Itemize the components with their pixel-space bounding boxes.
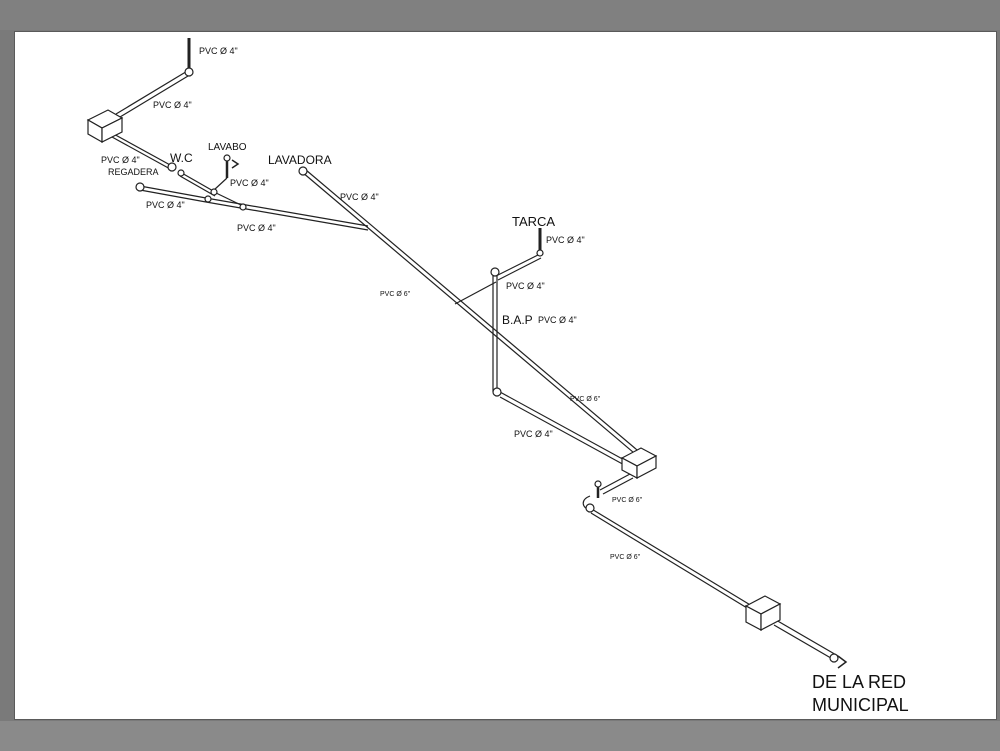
pipe-wc-jct-b — [179, 175, 216, 197]
window-bottom-bar — [0, 721, 1000, 751]
label-bap: B.A.P — [502, 313, 533, 327]
label-pvc4-upper: PVC Ø 4" — [153, 100, 192, 110]
label-pvc4-top: PVC Ø 4" — [199, 46, 238, 56]
pipe-tarca-b — [497, 257, 542, 281]
fitting-riser — [594, 480, 602, 488]
pipe-lavabo-drop — [213, 177, 228, 191]
pipe-bap-link — [454, 281, 497, 305]
label-pvc4-lower: PVC Ø 4" — [514, 429, 553, 439]
fittings — [135, 67, 839, 663]
pipe-wc-jct-a — [179, 171, 216, 193]
label-lavabo: LAVABO — [208, 142, 247, 153]
pipe-wc-a — [109, 131, 173, 167]
arrow-lavabo-icon — [231, 159, 240, 169]
drawing-sheet — [14, 31, 997, 720]
label-destination-1: DE LA RED — [812, 672, 906, 692]
pipe-outlet-a — [589, 507, 753, 607]
fitting-elbow — [585, 503, 595, 513]
fitting-bap-bottom — [492, 387, 502, 397]
pipe-jct-link — [213, 191, 244, 207]
pipe-branch-b — [205, 201, 369, 231]
label-pvc4-main: PVC Ø 4" — [237, 223, 276, 233]
flow-arrows — [231, 159, 848, 669]
fitting-regadera — [135, 182, 145, 192]
registry-box-1 — [86, 109, 124, 144]
fitting-bap-top — [490, 267, 500, 277]
pipe-wc-b — [111, 136, 173, 171]
label-pvc4-lavabo: PVC Ø 4" — [230, 178, 269, 188]
fitting-jct-2 — [204, 195, 212, 203]
pipe-municipal-b — [773, 624, 837, 662]
label-destination-2: MUNICIPAL — [812, 695, 909, 715]
fitting-lavadora — [298, 166, 308, 176]
pipe-lavadora-main-a — [301, 171, 641, 459]
label-pvc4-bap: PVC Ø 4" — [538, 315, 577, 325]
label-wc: W.C — [170, 151, 193, 165]
registry-box-3 — [744, 595, 782, 631]
pipe-regadera-b — [139, 189, 207, 203]
label-regadera: REGADERA — [108, 167, 159, 177]
pipe-branch-a — [205, 197, 369, 227]
fitting-municipal — [829, 653, 839, 663]
pipe-upper-a — [115, 69, 190, 115]
label-pvc6-branch: PVC Ø 6" — [380, 291, 411, 298]
pipe-spec-labels: PVC Ø 4" PVC Ø 4" PVC Ø 4" PVC Ø 4" PVC … — [101, 46, 643, 561]
registry-box-2 — [620, 447, 658, 479]
registry-boxes — [86, 109, 782, 631]
label-pvc4-regadera: PVC Ø 4" — [146, 200, 185, 210]
pipe-municipal-a — [775, 619, 839, 657]
label-tarca: TARCA — [512, 214, 555, 229]
fitting-wc-2 — [177, 169, 185, 177]
fitting-tarca — [536, 249, 544, 257]
pipe-tarca-a — [495, 253, 541, 277]
fitting-lavabo — [223, 154, 231, 162]
label-pvc4-lavadora: PVC Ø 4" — [340, 192, 379, 202]
window-top-bar — [0, 0, 1000, 30]
pipe-upper-b — [119, 72, 194, 118]
pipe-lower-b — [499, 396, 629, 468]
pipe-network — [109, 38, 839, 662]
label-pvc6-diag: PVC Ø 6" — [570, 396, 601, 403]
fitting-top-elbow — [184, 67, 194, 77]
label-pvc6-riser: PVC Ø 6" — [612, 497, 643, 504]
label-pvc4-bap-top: PVC Ø 4" — [506, 281, 545, 291]
label-pvc6-outlet: PVC Ø 6" — [610, 554, 641, 561]
fitting-wc — [167, 162, 177, 172]
pipe-riser-link-b — [602, 477, 634, 495]
label-pvc4-tarca: PVC Ø 4" — [546, 235, 585, 245]
arrow-municipal-icon — [837, 655, 848, 669]
fitting-jct — [210, 188, 218, 196]
pipe-outlet-b — [590, 512, 753, 612]
pipe-regadera-a — [139, 185, 207, 199]
pipe-riser-link-a — [599, 473, 631, 491]
label-pvc4-wc: PVC Ø 4" — [101, 155, 140, 165]
fitting-jct-3 — [239, 203, 247, 211]
fixture-labels: W.C LAVABO LAVADORA REGADERA TARCA B.A.P… — [108, 142, 909, 715]
pipe-lavadora-main-b — [305, 169, 644, 456]
label-lavadora: LAVADORA — [268, 153, 332, 167]
pipe-lower-a — [499, 391, 629, 463]
